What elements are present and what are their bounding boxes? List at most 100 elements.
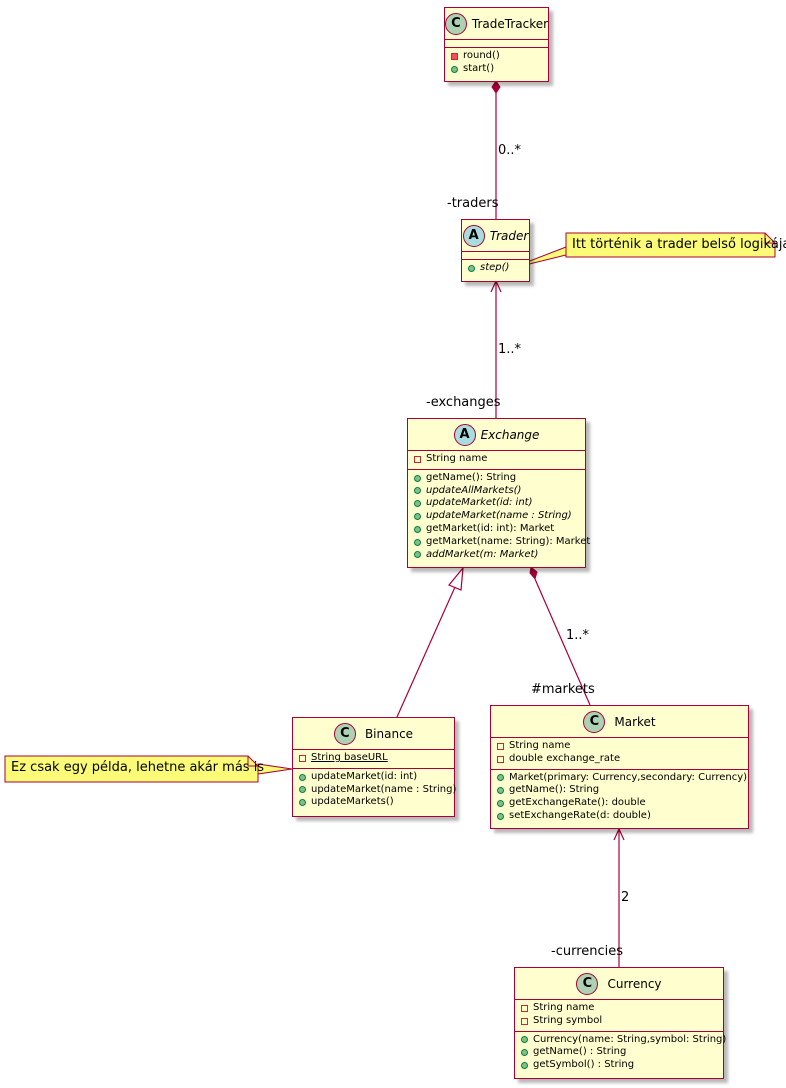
methods-section: Currency(name: String,symbol: String) ge… xyxy=(515,1030,726,1075)
method-row: getMarket(id: int): Market xyxy=(414,523,579,536)
public-method-icon xyxy=(497,800,504,808)
note-trader-logic: Itt történik a trader belső logikája xyxy=(565,232,786,258)
class-name: Currency xyxy=(607,976,662,991)
class-header: C Binance xyxy=(293,718,454,749)
public-method-icon xyxy=(299,799,306,807)
method-row: Currency(name: String,symbol: String) xyxy=(521,1034,726,1047)
class-header: C TradeTracker xyxy=(444,8,549,39)
role-label: -traders xyxy=(447,196,499,211)
class-name: Binance xyxy=(364,726,414,741)
class-market: C Market String name double exchange_rat… xyxy=(490,705,749,829)
public-method-icon xyxy=(451,65,458,73)
role-label: #markets xyxy=(531,682,595,697)
public-method-icon xyxy=(299,773,306,781)
private-field-icon xyxy=(497,755,504,763)
class-circle-icon: C xyxy=(583,710,606,733)
edge-exchange-market xyxy=(534,578,591,706)
method-row: getName() : String xyxy=(521,1046,717,1059)
attribute-row: double exchange_rate xyxy=(497,753,742,766)
note-text: Itt történik a trader belső logikája xyxy=(572,237,786,252)
method-text: round() xyxy=(463,50,500,61)
abstract-circle-icon: A xyxy=(453,423,476,446)
public-method-icon xyxy=(521,1036,528,1044)
methods-section: step() xyxy=(462,259,529,278)
class-exchange: A Exchange String name getName(): String… xyxy=(407,418,590,568)
method-row: step() xyxy=(468,262,523,275)
class-name: TradeTracker xyxy=(471,16,549,31)
arrowhead-market xyxy=(613,827,625,841)
role-label: -exchanges xyxy=(426,395,501,410)
public-method-icon xyxy=(414,551,421,559)
attribute-text: String symbol xyxy=(533,1014,603,1026)
inheritance-triangle xyxy=(448,566,464,591)
attribute-text: String name xyxy=(509,740,571,751)
methods-section: getName(): String updateAllMarkets() upd… xyxy=(408,468,590,565)
attribute-text: String baseURL xyxy=(311,752,388,763)
public-method-icon xyxy=(414,487,421,495)
method-row: getSymbol() : String xyxy=(521,1059,717,1072)
method-row: setExchangeRate(d: double) xyxy=(497,810,742,823)
note-text: Ez csak egy példa, lehetne akár más is xyxy=(11,760,265,775)
class-trader: A Trader step() xyxy=(461,219,530,282)
composition-diamond-tracker xyxy=(491,80,501,94)
method-row: updateMarket(id: int) xyxy=(299,771,448,784)
class-tradetracker: C TradeTracker round() start() xyxy=(444,7,549,82)
method-text: updateAllMarkets() xyxy=(426,484,522,496)
attributes-section: String name xyxy=(408,450,585,469)
methods-section: Market(primary: Currency,secondary: Curr… xyxy=(491,768,748,826)
method-text: Currency(name: String,symbol: String) xyxy=(533,1033,727,1045)
public-method-icon xyxy=(497,787,504,795)
methods-section: updateMarket(id: int) updateMarket(name … xyxy=(293,767,456,812)
attribute-row: String name xyxy=(497,740,742,753)
method-row: updateMarkets() xyxy=(299,796,448,809)
multiplicity-label: 2 xyxy=(621,890,630,905)
class-currency: C Currency String name String symbol Cur… xyxy=(514,967,726,1079)
attribute-row: String name xyxy=(521,1002,717,1015)
methods-section: round() start() xyxy=(445,47,548,79)
public-method-icon xyxy=(414,513,421,521)
public-method-icon xyxy=(497,774,504,782)
attribute-row: String baseURL xyxy=(299,752,448,765)
method-row: Market(primary: Currency,secondary: Curr… xyxy=(497,772,747,785)
public-method-icon xyxy=(414,500,421,508)
method-text: updateMarket(name : String) xyxy=(426,510,572,522)
attribute-text: String name xyxy=(426,453,488,464)
edge-binance-exchange xyxy=(396,586,456,718)
public-method-icon xyxy=(497,812,504,820)
public-method-icon xyxy=(299,786,306,794)
method-row: updateMarket(id: int) xyxy=(414,497,579,510)
method-text: getName(): String xyxy=(426,471,517,483)
attributes-section: String name double exchange_rate xyxy=(491,737,748,769)
attribute-row: String symbol xyxy=(521,1015,717,1028)
private-field-icon xyxy=(497,742,504,750)
method-row: updateMarket(name : String) xyxy=(299,784,456,797)
abstract-circle-icon: A xyxy=(462,224,485,247)
method-text: setExchangeRate(d: double) xyxy=(509,809,651,821)
class-binance: C Binance String baseURL updateMarket(id… xyxy=(292,717,456,817)
attributes-section xyxy=(462,251,529,259)
method-row: getName(): String xyxy=(497,784,742,797)
method-text: Market(primary: Currency,secondary: Curr… xyxy=(509,771,748,783)
composition-diamond-exchange xyxy=(529,566,538,581)
method-text: addMarket(m: Market) xyxy=(426,548,539,560)
public-method-icon xyxy=(414,538,421,546)
method-text: getMarket(name: String): Market xyxy=(426,535,591,547)
method-row: addMarket(m: Market) xyxy=(414,549,579,562)
private-field-icon xyxy=(521,1004,528,1012)
attribute-row: String name xyxy=(414,453,579,466)
role-label: -currencies xyxy=(551,944,624,959)
private-field-icon xyxy=(521,1017,528,1025)
note-shape xyxy=(4,755,259,783)
method-text: updateMarket(id: int) xyxy=(426,497,533,509)
method-text: updateMarkets() xyxy=(311,796,394,808)
public-method-icon xyxy=(414,474,421,482)
class-header: A Exchange xyxy=(408,419,585,450)
private-method-icon xyxy=(451,52,458,60)
method-text: getMarket(id: int): Market xyxy=(426,522,555,534)
private-field-icon xyxy=(414,455,421,463)
method-text: getName(): String xyxy=(509,784,600,796)
method-row: getName(): String xyxy=(414,472,579,485)
class-name: Trader xyxy=(489,228,529,243)
note-shape xyxy=(565,232,776,258)
